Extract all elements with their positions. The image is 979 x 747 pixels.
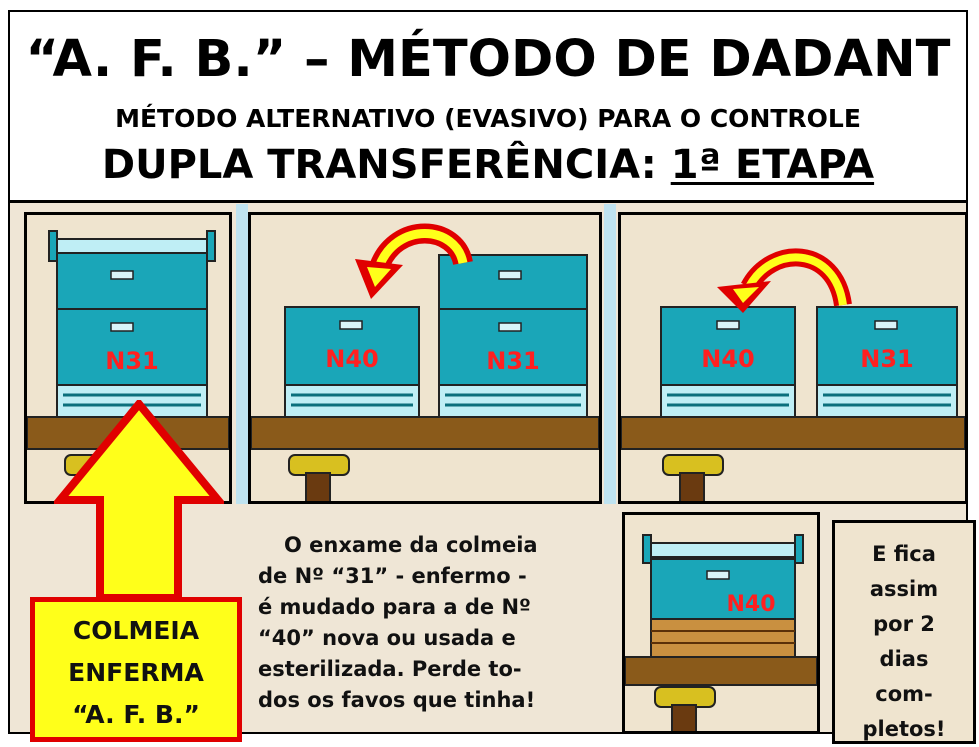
hive-label-n40: N40 (726, 592, 775, 617)
up-arrow-icon (54, 400, 224, 600)
sick-hive-label-line: COLMEIA (72, 616, 200, 645)
description-line: de Nº “31” - enfermo - (258, 564, 527, 588)
description-line: esterilizada. Perde to- (258, 657, 522, 681)
separator-bar (236, 204, 248, 504)
description-line: é mudado para a de Nº (258, 595, 531, 619)
hive-label-n31: N31 (486, 347, 539, 375)
duration-line: pletos! (862, 717, 946, 741)
title-area: “A. F. B.” – MÉTODO DE DADANT MÉTODO ALT… (10, 12, 966, 203)
transfer-illustration-1: N40 N31 (251, 223, 599, 501)
stage-title-step: 1ª ETAPA (670, 142, 875, 188)
panel-result-hive: N40 (622, 512, 820, 734)
description-line: “40” nova ou usada e (258, 626, 516, 650)
duration-line: dias (879, 647, 929, 671)
sick-hive-label-line: ENFERMA (68, 658, 204, 687)
description-line: O enxame da colmeia (284, 533, 538, 557)
duration-note: E fica assim por 2 dias com- pletos! (832, 520, 976, 744)
hive-label-n31: N31 (860, 345, 913, 373)
main-title: “A. F. B.” – MÉTODO DE DADANT (25, 30, 951, 89)
panel-transfer-2: N40 N31 (618, 212, 968, 504)
stage-title-prefix: DUPLA TRANSFERÊNCIA: (101, 142, 671, 188)
diagram-frame: “A. F. B.” – MÉTODO DE DADANT MÉTODO ALT… (8, 10, 976, 744)
duration-line: assim (869, 577, 939, 601)
sick-hive-label: COLMEIA ENFERMA “A. F. B.” (30, 597, 242, 742)
description-text: O enxame da colmeia de Nº “31” - enfermo… (258, 530, 612, 740)
hive-label-n31: N31 (105, 347, 158, 375)
stage-title: DUPLA TRANSFERÊNCIA: 1ª ETAPA (10, 142, 966, 188)
panel-transfer-1: N40 N31 (248, 212, 602, 504)
duration-line: E fica (872, 542, 936, 566)
separator-bar (604, 204, 616, 504)
hive-label-n40: N40 (325, 345, 378, 373)
transfer-illustration-2: N40 N31 (621, 248, 965, 501)
duration-line: por 2 (873, 612, 935, 636)
description-line: dos os favos que tinha! (258, 688, 536, 712)
subtitle: MÉTODO ALTERNATIVO (EVASIVO) PARA O CONT… (115, 104, 861, 133)
hive-label-n40: N40 (701, 345, 754, 373)
sick-hive-label-line: “A. F. B.” (72, 700, 200, 729)
duration-line: com- (875, 682, 933, 706)
hive-n40-illustration: N40 (625, 534, 817, 731)
